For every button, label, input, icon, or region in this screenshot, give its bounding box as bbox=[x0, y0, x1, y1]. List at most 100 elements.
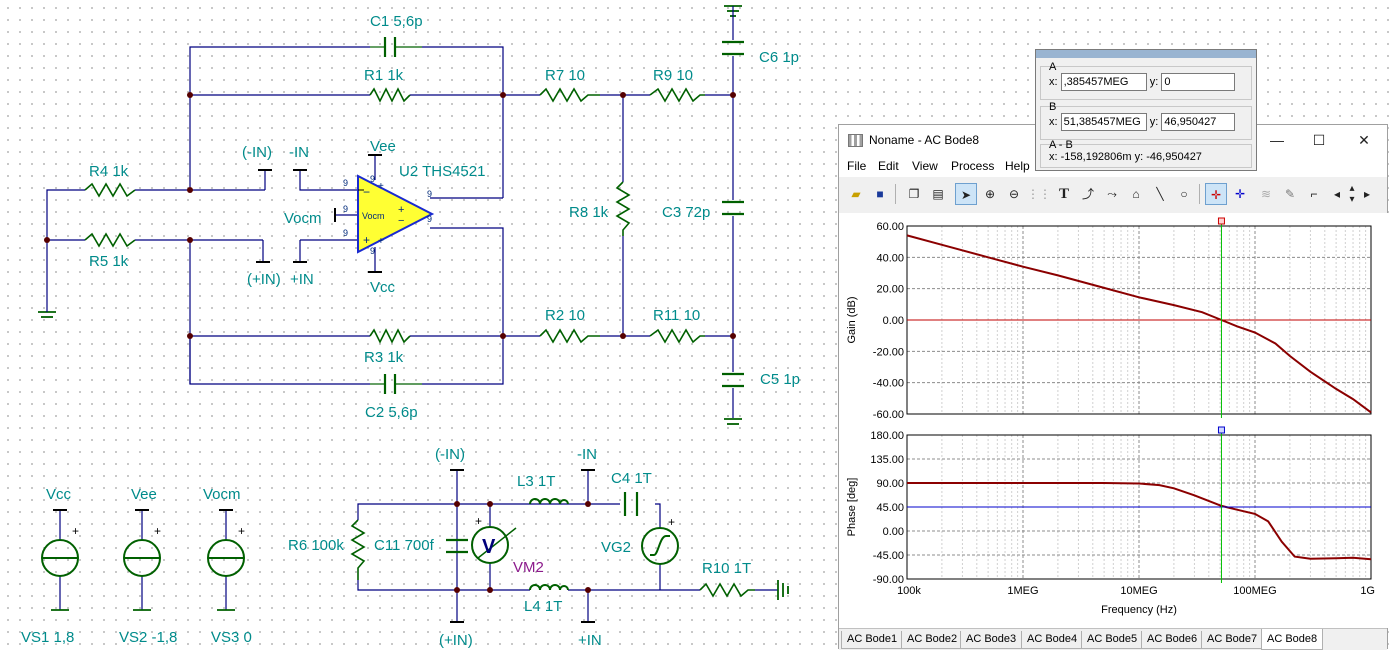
r8-symbol bbox=[615, 181, 631, 236]
arrow-updown-icon[interactable]: ▴▾ bbox=[1349, 183, 1355, 205]
window-title: Noname - AC Bode8 bbox=[869, 133, 980, 147]
label-r10: R10 1T bbox=[702, 560, 751, 577]
svg-text:+: + bbox=[72, 524, 79, 538]
maximize-button[interactable]: ☐ bbox=[1312, 132, 1326, 148]
y-tick-label: -20.00 bbox=[873, 346, 904, 358]
svg-text:−: − bbox=[363, 185, 370, 199]
cursor-b-x-field[interactable]: 51,385457MEG bbox=[1060, 113, 1147, 131]
smooth-icon[interactable]: ≋ bbox=[1260, 187, 1272, 201]
cursor-window-titlebar[interactable] bbox=[1036, 50, 1256, 58]
tab-ac-bode5[interactable]: AC Bode5 bbox=[1081, 631, 1144, 649]
bode-window[interactable]: Noname - AC Bode8 — ☐ ✕ File Edit View P… bbox=[838, 124, 1389, 650]
paste-icon[interactable]: ▤ bbox=[932, 187, 944, 201]
minimize-button[interactable]: — bbox=[1270, 132, 1284, 148]
copy-icon[interactable]: ❐ bbox=[908, 187, 920, 201]
svg-text:−: − bbox=[398, 215, 404, 227]
terminals bbox=[53, 154, 595, 623]
label-l4: L4 1T bbox=[524, 598, 562, 615]
label-r11: R11 10 bbox=[653, 307, 700, 324]
pointer-icon[interactable]: ➤ bbox=[955, 183, 977, 205]
menu-edit[interactable]: Edit bbox=[878, 159, 899, 173]
schematic-canvas[interactable]: Vocm − + + − + + + + + + + V bbox=[0, 0, 840, 655]
cursor-readout-window[interactable]: A x: ,385457MEG y: 0 B x: 51,385457MEG y… bbox=[1035, 49, 1257, 171]
line-icon[interactable]: ╲ bbox=[1156, 187, 1164, 201]
cursor-diff-group: A - B x: -158,192806m y: -46,950427 bbox=[1040, 139, 1252, 168]
pen-icon[interactable]: ✎ bbox=[1284, 187, 1296, 201]
close-button[interactable]: ✕ bbox=[1358, 132, 1370, 148]
label-r9: R9 10 bbox=[653, 67, 693, 84]
svg-text:+: + bbox=[475, 514, 482, 528]
component-labels: C1 5,6p R1 1k R7 10 R9 10 C6 1p R4 1k R5… bbox=[21, 13, 800, 649]
cursor-diff-y-label: y: bbox=[1134, 151, 1144, 163]
cursor-marker bbox=[1217, 217, 1225, 225]
cursor-b-y-field[interactable]: 46,950427 bbox=[1161, 113, 1236, 131]
svg-text:9: 9 bbox=[343, 204, 348, 214]
svg-text:+: + bbox=[378, 181, 384, 192]
tab-ac-bode8[interactable]: AC Bode8 bbox=[1261, 629, 1324, 650]
grid-icon[interactable]: ⋮⋮ bbox=[1027, 187, 1051, 201]
r5-symbol bbox=[84, 232, 136, 248]
menu-file[interactable]: File bbox=[847, 159, 867, 173]
voltage-sources[interactable] bbox=[41, 527, 679, 577]
series-line-main bbox=[906, 234, 1372, 414]
curve-alt-icon[interactable]: ⌂ bbox=[1132, 187, 1140, 201]
y-tick-label: 0.00 bbox=[883, 526, 904, 538]
tab-ac-bode4[interactable]: AC Bode4 bbox=[1021, 631, 1084, 649]
source-plus-signs: + + + + + bbox=[72, 514, 675, 538]
tab-ac-bode1[interactable]: AC Bode1 bbox=[841, 631, 904, 649]
zoom-in-icon[interactable]: ⊕ bbox=[984, 187, 996, 201]
tab-ac-bode6[interactable]: AC Bode6 bbox=[1141, 631, 1204, 649]
label-pos-in-c: (+IN) bbox=[439, 632, 473, 649]
curve-icon[interactable]: ⤳ bbox=[1107, 187, 1117, 201]
cursor-diff-y-value: -46,950427 bbox=[1146, 151, 1202, 163]
r2-symbol bbox=[539, 328, 600, 344]
menu-help[interactable]: Help bbox=[1005, 159, 1030, 173]
y-tick-label: -90.00 bbox=[873, 574, 904, 586]
step-icon[interactable]: ⌐ bbox=[1310, 187, 1318, 201]
analysis-tabs: AC Bode1 AC Bode2 AC Bode3 AC Bode4 AC B… bbox=[839, 628, 1387, 650]
menu-process[interactable]: Process bbox=[951, 159, 995, 173]
y-tick-label: -60.00 bbox=[873, 409, 904, 421]
cursor-diff-x-label: x: bbox=[1049, 151, 1058, 163]
tab-ac-bode7[interactable]: AC Bode7 bbox=[1201, 631, 1264, 649]
svg-text:+: + bbox=[398, 204, 404, 216]
cursor-diff-x-value: -158,192806m bbox=[1060, 151, 1132, 163]
menu-view[interactable]: View bbox=[912, 159, 938, 173]
label-vs1: VS1 1,8 bbox=[21, 629, 74, 646]
r1-symbol bbox=[369, 87, 411, 103]
cursor-a-x-field[interactable]: ,385457MEG bbox=[1060, 73, 1147, 91]
label-r2: R2 10 bbox=[545, 307, 585, 324]
cursor-b-icon[interactable]: ✛ bbox=[1234, 187, 1246, 201]
tab-ac-bode3[interactable]: AC Bode3 bbox=[960, 631, 1023, 649]
svg-text:9: 9 bbox=[427, 189, 432, 199]
label-c4: C4 1T bbox=[611, 470, 652, 487]
open-icon[interactable]: ▰ bbox=[851, 187, 861, 201]
opamp-u2[interactable]: Vocm − + + − + + bbox=[357, 174, 435, 254]
r7-symbol bbox=[539, 87, 600, 103]
tab-ac-bode2[interactable]: AC Bode2 bbox=[901, 631, 964, 649]
cursor-diff-label: A - B bbox=[1049, 139, 1073, 151]
arrow-right-icon[interactable]: ▸ bbox=[1363, 187, 1371, 201]
postprocess-icon[interactable]: ⤴ bbox=[1081, 187, 1094, 201]
capacitors bbox=[370, 37, 744, 554]
r10-symbol bbox=[699, 582, 755, 598]
label-vs3: VS3 0 bbox=[211, 629, 252, 646]
svg-text:+: + bbox=[154, 524, 161, 538]
bode-plot-svg[interactable]: 60.0040.0020.000.00-20.00-40.00-60.00Gai… bbox=[839, 213, 1389, 628]
label-c3: C3 72p bbox=[662, 204, 710, 221]
pin-numbers: 99 99 99 9 bbox=[343, 174, 432, 256]
svg-text:+: + bbox=[363, 233, 370, 247]
label-neg-in-d: -IN bbox=[577, 446, 597, 463]
voltmeter-vm2[interactable]: V bbox=[471, 526, 517, 564]
label-c5: C5 1p bbox=[760, 371, 800, 388]
circle-icon[interactable]: ○ bbox=[1180, 187, 1188, 201]
cursor-a-y-field[interactable]: 0 bbox=[1161, 73, 1236, 91]
r6-symbol bbox=[350, 519, 366, 580]
arrow-left-icon[interactable]: ◂ bbox=[1333, 187, 1341, 201]
text-icon[interactable]: T bbox=[1058, 186, 1069, 202]
cursor-a-icon[interactable]: ✛ bbox=[1205, 183, 1227, 205]
save-icon[interactable]: ■ bbox=[876, 187, 884, 201]
zoom-out-icon[interactable]: ⊖ bbox=[1008, 187, 1020, 201]
y-tick-label: -45.00 bbox=[873, 550, 904, 562]
